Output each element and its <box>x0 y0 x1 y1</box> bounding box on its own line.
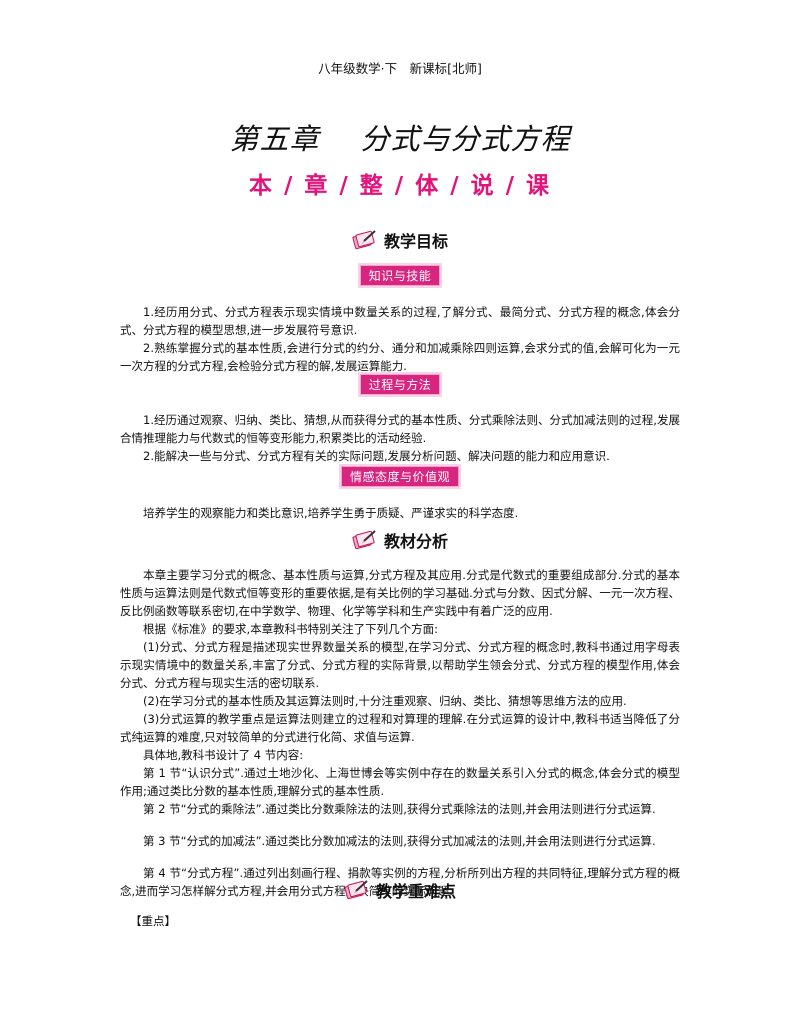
analysis-para-5: (3)分式运算的教学重点是运算法则建立的过程和对算理的理解.在分式运算的设计中,… <box>120 712 680 744</box>
section-analysis-title: 教材分析 <box>383 532 448 551</box>
section-goals: 教学目标 <box>0 228 800 255</box>
analysis-para-4: (2)在学习分式的基本性质及其运算法则时,十分注重观察、归纳、类比、猜想等思维方… <box>143 694 627 708</box>
badge-knowledge: 知识与技能 <box>0 265 800 286</box>
badge-process: 过程与方法 <box>0 374 800 395</box>
goal-knowledge-1: 1.经历用分式、分式方程表示现实情境中数量关系的过程,了解分式、最简分式、分式方… <box>120 305 680 337</box>
chapter-title: 第五章 分式与分式方程 <box>0 116 800 158</box>
notebook-pen-icon <box>344 880 368 900</box>
section-keypoints-title: 教学重难点 <box>375 882 456 901</box>
chapter-number: 第五章 <box>229 122 320 156</box>
analysis-para-7: 第 1 节“认识分式”.通过土地沙化、上海世博会等实例中存在的数量关系引入分式的… <box>120 766 680 798</box>
analysis-para-6: 具体地,教科书设计了 4 节内容: <box>143 748 304 762</box>
analysis-para-3: (1)分式、分式方程是描述现实世界数量关系的模型,在学习分式、分式方程的概念时,… <box>120 640 680 690</box>
section-analysis: 教材分析 <box>0 528 800 555</box>
analysis-para-10: 第 4 节“分式方程”.通过列出刻画行程、捐款等实例的方程,分析所列出方程的共同… <box>120 866 680 898</box>
goal-process-1: 1.经历通过观察、归纳、类比、猜想,从而获得分式的基本性质、分式乘除法则、分式加… <box>120 413 680 445</box>
goal-knowledge-2: 2.熟练掌握分式的基本性质,会进行分式的约分、通分和加减乘除四则运算,会求分式的… <box>120 341 680 373</box>
notebook-pen-icon <box>352 530 376 550</box>
analysis-para-1: 本章主要学习分式的概念、基本性质与运算,分式方程及其应用.分式是代数式的重要组成… <box>120 568 680 618</box>
analysis-para-8: 第 2 节“分式的乘除法”.通过类比分数乘除法的法则,获得分式乘除法的法则,并会… <box>143 802 656 816</box>
section-goals-title: 教学目标 <box>383 232 448 251</box>
goal-emotion-1: 培养学生的观察能力和类比意识,培养学生勇于质疑、严谨求实的科学态度. <box>143 506 519 520</box>
goal-process-2: 2.能解决一些与分式、分式方程有关的实际问题,发展分析问题、解决问题的能力和应用… <box>143 449 610 463</box>
badge-emotion: 情感态度与价值观 <box>0 466 800 487</box>
notebook-pen-icon <box>352 230 376 250</box>
analysis-para-2: 根据《标准》的要求,本章教科书特别关注了下列几个方面: <box>143 622 439 636</box>
page-header: 八年级数学·下 新课标[北师] <box>318 61 482 76</box>
keypoints-label: 【重点】 <box>130 914 176 928</box>
chapter-subtitle: 本 / 章 / 整 / 体 / 说 / 课 <box>248 173 552 199</box>
chapter-name: 分式与分式方程 <box>360 122 571 156</box>
section-keypoints: 教学重难点 <box>0 878 800 905</box>
analysis-para-9: 第 3 节“分式的加减法”.通过类比分数加减法的法则,获得分式加减法的法则,并会… <box>143 834 656 848</box>
